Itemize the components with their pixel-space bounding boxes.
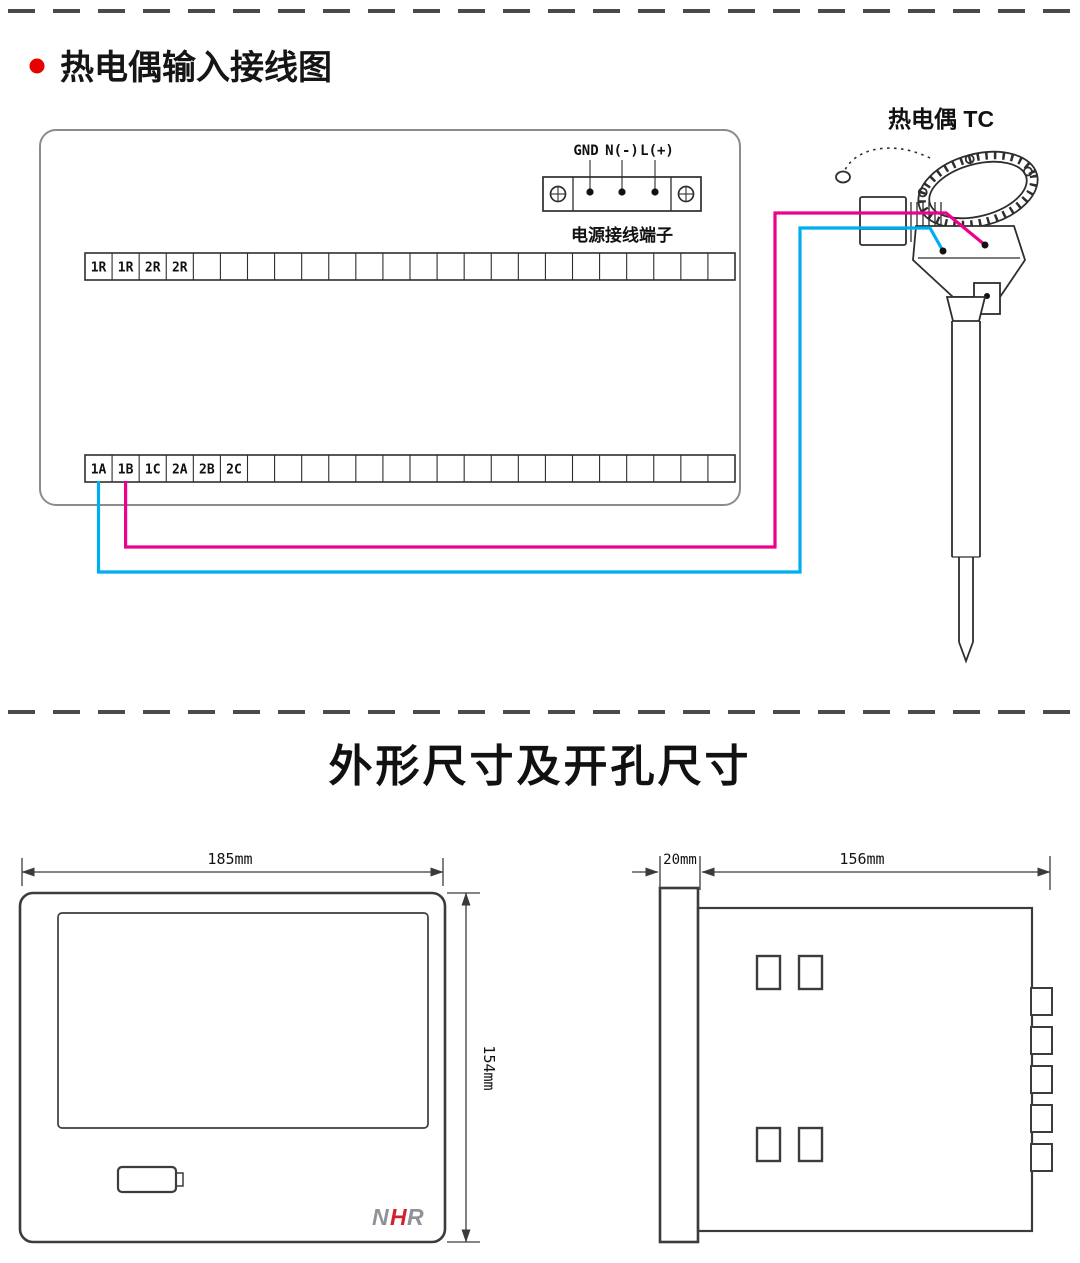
probe-tip — [958, 641, 974, 664]
clamp-tooth — [1030, 1065, 1053, 1094]
positive-wire-junction — [981, 241, 989, 249]
nhr-logo: N H R — [372, 1204, 424, 1230]
terminal-label: 1R — [91, 261, 107, 276]
gnd-terminal-dot — [586, 188, 594, 196]
front-usb-cover — [116, 1165, 178, 1194]
logo-letter-r: R — [407, 1204, 424, 1230]
vent-hole — [797, 1126, 824, 1163]
thermocouple-drawing — [835, 147, 1039, 664]
negative-wire-junction — [939, 247, 947, 255]
side-body — [696, 906, 1034, 1233]
terminal-label: 1C — [145, 463, 161, 478]
negative-signal-wire — [96, 226, 945, 574]
logo-letter-n: N — [372, 1204, 389, 1230]
clamp-tooth — [1030, 1026, 1053, 1055]
probe-neck — [945, 296, 987, 322]
cap-screw-icon — [1022, 166, 1033, 177]
neutral-terminal-dot — [618, 188, 626, 196]
vent-hole — [755, 1126, 782, 1163]
terminal-label: 1R — [118, 261, 134, 276]
front-height-label: 154mm — [480, 1045, 498, 1090]
clamp-tooth — [1030, 1104, 1053, 1133]
side-vent-holes — [755, 954, 824, 1163]
hex-nut — [859, 196, 907, 246]
side-depth-label: 20mm — [663, 852, 697, 868]
clamp-tooth — [1030, 987, 1053, 1016]
cap-chain — [844, 147, 931, 171]
terminal-label: 2B — [199, 463, 215, 478]
bottom-terminal-strip: 1A 1B 1C 2A 2B 2C — [84, 454, 736, 483]
connection-head — [912, 225, 1026, 298]
front-width-dimension — [21, 858, 444, 886]
side-depth-dimension — [632, 856, 701, 890]
section-bullet-icon — [29, 58, 45, 74]
logo-letter-h: H — [390, 1204, 407, 1230]
side-length-label: 156mm — [839, 850, 884, 868]
side-front-bezel — [658, 886, 700, 1244]
front-height-dimension — [447, 892, 480, 1243]
line-terminal-dot — [651, 188, 659, 196]
vent-hole — [797, 954, 824, 991]
section1-title: 热电偶输入接线图 — [60, 49, 332, 87]
front-screen — [57, 912, 429, 1129]
terminal-label: 2R — [172, 261, 188, 276]
side-length-dimension — [701, 856, 1051, 890]
terminal-label: 2A — [172, 463, 188, 478]
cap-screw-icon — [917, 187, 928, 198]
top-terminal-strip: 1R 1R 2R 2R — [84, 252, 736, 281]
neutral-label: N(-) — [605, 143, 639, 159]
wiring-diagram-box — [39, 129, 741, 506]
side-view: 20mm 156mm — [632, 850, 1053, 1244]
front-width-label: 185mm — [207, 850, 252, 868]
front-usb-tab — [175, 1172, 184, 1187]
terminal-label: 2R — [145, 261, 161, 276]
chain-ring — [835, 170, 851, 184]
positive-signal-wire — [124, 211, 987, 549]
front-panel-outline — [18, 891, 447, 1244]
line-label: L(+) — [640, 143, 674, 159]
gnd-label: GND — [573, 143, 598, 159]
clamp-tooth — [1030, 1143, 1053, 1172]
terminal-label: 2C — [226, 463, 242, 478]
cap-screw-icon — [964, 154, 975, 164]
vent-hole — [755, 954, 782, 991]
cap-inner-rim — [928, 160, 1028, 220]
section2-title: 外形尺寸及开孔尺寸 — [329, 742, 752, 791]
terminal-label: 1A — [91, 463, 107, 478]
mounting-clamp-teeth — [1030, 987, 1053, 1172]
front-view: 185mm 154mm — [18, 850, 498, 1244]
thermocouple-label: 热电偶 TC — [888, 106, 994, 132]
power-terminal-block — [542, 160, 702, 212]
terminal-label: 1B — [118, 463, 134, 478]
power-terminal-caption: 电源接线端子 — [571, 225, 673, 245]
